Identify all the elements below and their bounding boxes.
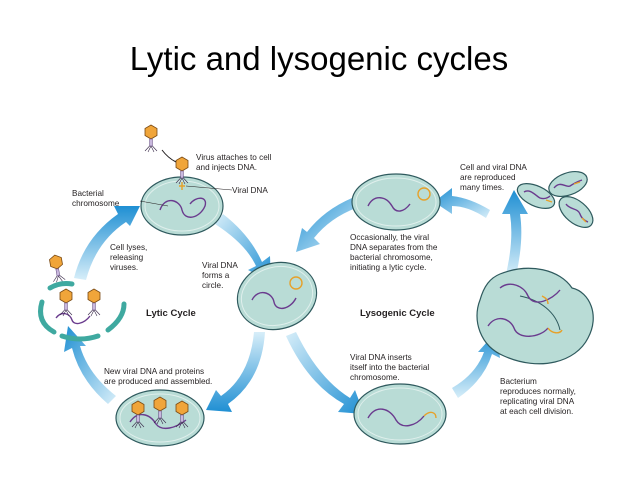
label-bacterium: replicating viral DNA — [500, 397, 575, 406]
bacterium-cell-icon — [558, 196, 594, 228]
arrow-separate — [296, 198, 356, 252]
diagram-labels: Virus attaches to cell and injects DNA. … — [72, 153, 576, 416]
label-cell-lyses: viruses. — [110, 263, 138, 272]
label-separates: initiating a lytic cycle. — [350, 263, 426, 272]
lytic-cycle-title: Lytic Cycle — [146, 308, 196, 319]
label-separates: DNA separates from the — [350, 243, 438, 252]
label-inserts: chromosome. — [350, 373, 400, 382]
label-inserts: Viral DNA inserts — [350, 353, 412, 362]
page-title: Lytic and lysogenic cycles — [129, 40, 509, 77]
dividing-bacterium — [476, 267, 594, 365]
label-bacterium: Bacterium — [500, 377, 537, 386]
lysogenic-cycle-arrows — [286, 188, 528, 414]
label-attach: and injects DNA. — [196, 163, 257, 172]
label-bacterial-chromosome: Bacterial — [72, 189, 104, 198]
label-cell-lyses: Cell lyses, — [110, 243, 147, 252]
bacterium-cell-icon — [548, 171, 588, 197]
label-bacterial-chromosome: chromosome — [72, 199, 120, 208]
bacteriophage-icon — [87, 288, 101, 317]
arrow-to-lysogenic-top — [434, 188, 490, 218]
label-viral-dna: Viral DNA — [232, 186, 268, 195]
label-produced: New viral DNA and proteins — [104, 367, 204, 376]
leader-line — [139, 200, 169, 207]
bacterium-cell-icon — [516, 183, 556, 209]
lysogenic-cycle-title: Lysogenic Cycle — [360, 308, 435, 319]
label-cell-lyses: releasing — [110, 253, 144, 262]
arrow-to-lyses — [64, 326, 116, 404]
label-produced: are produced and assembled. — [104, 377, 212, 386]
lysed-cell — [38, 281, 127, 342]
arrow-to-attach — [74, 206, 140, 280]
bacterium-cell-icon — [140, 176, 224, 236]
arrow-divide — [452, 332, 500, 398]
bacteriophage-icon — [48, 253, 66, 284]
attach-pointer — [161, 149, 177, 163]
arrow-reproduce — [502, 190, 528, 276]
bacterium-cell-icon — [236, 261, 318, 331]
leader-line — [185, 185, 233, 191]
label-forms-circle: Viral DNA — [202, 261, 238, 270]
label-forms-circle: circle. — [202, 281, 223, 290]
label-bacterium: reproduces normally, — [500, 387, 576, 396]
bacterium-cell-icon — [353, 383, 447, 445]
label-bacterium: at each cell division. — [500, 407, 573, 416]
label-attach: Virus attaches to cell — [196, 153, 272, 162]
label-forms-circle: forms a — [202, 271, 230, 280]
arrow-to-produce — [206, 332, 265, 412]
bacteriophage-icon — [144, 124, 158, 153]
lytic-cycle-arrows — [64, 206, 271, 412]
arrow-insert — [286, 332, 364, 414]
label-reproduced: many times. — [460, 183, 504, 192]
label-reproduced: Cell and viral DNA — [460, 163, 527, 172]
arrow-to-circle — [215, 214, 271, 282]
label-inserts: itself into the bacterial — [350, 363, 429, 372]
bacteriophage-icon — [59, 288, 73, 317]
label-separates: bacterial chromosome, — [350, 253, 433, 262]
bacterium-cell-icon — [351, 173, 441, 231]
label-separates: Occasionally, the viral — [350, 233, 429, 242]
label-reproduced: are reproduced — [460, 173, 516, 182]
